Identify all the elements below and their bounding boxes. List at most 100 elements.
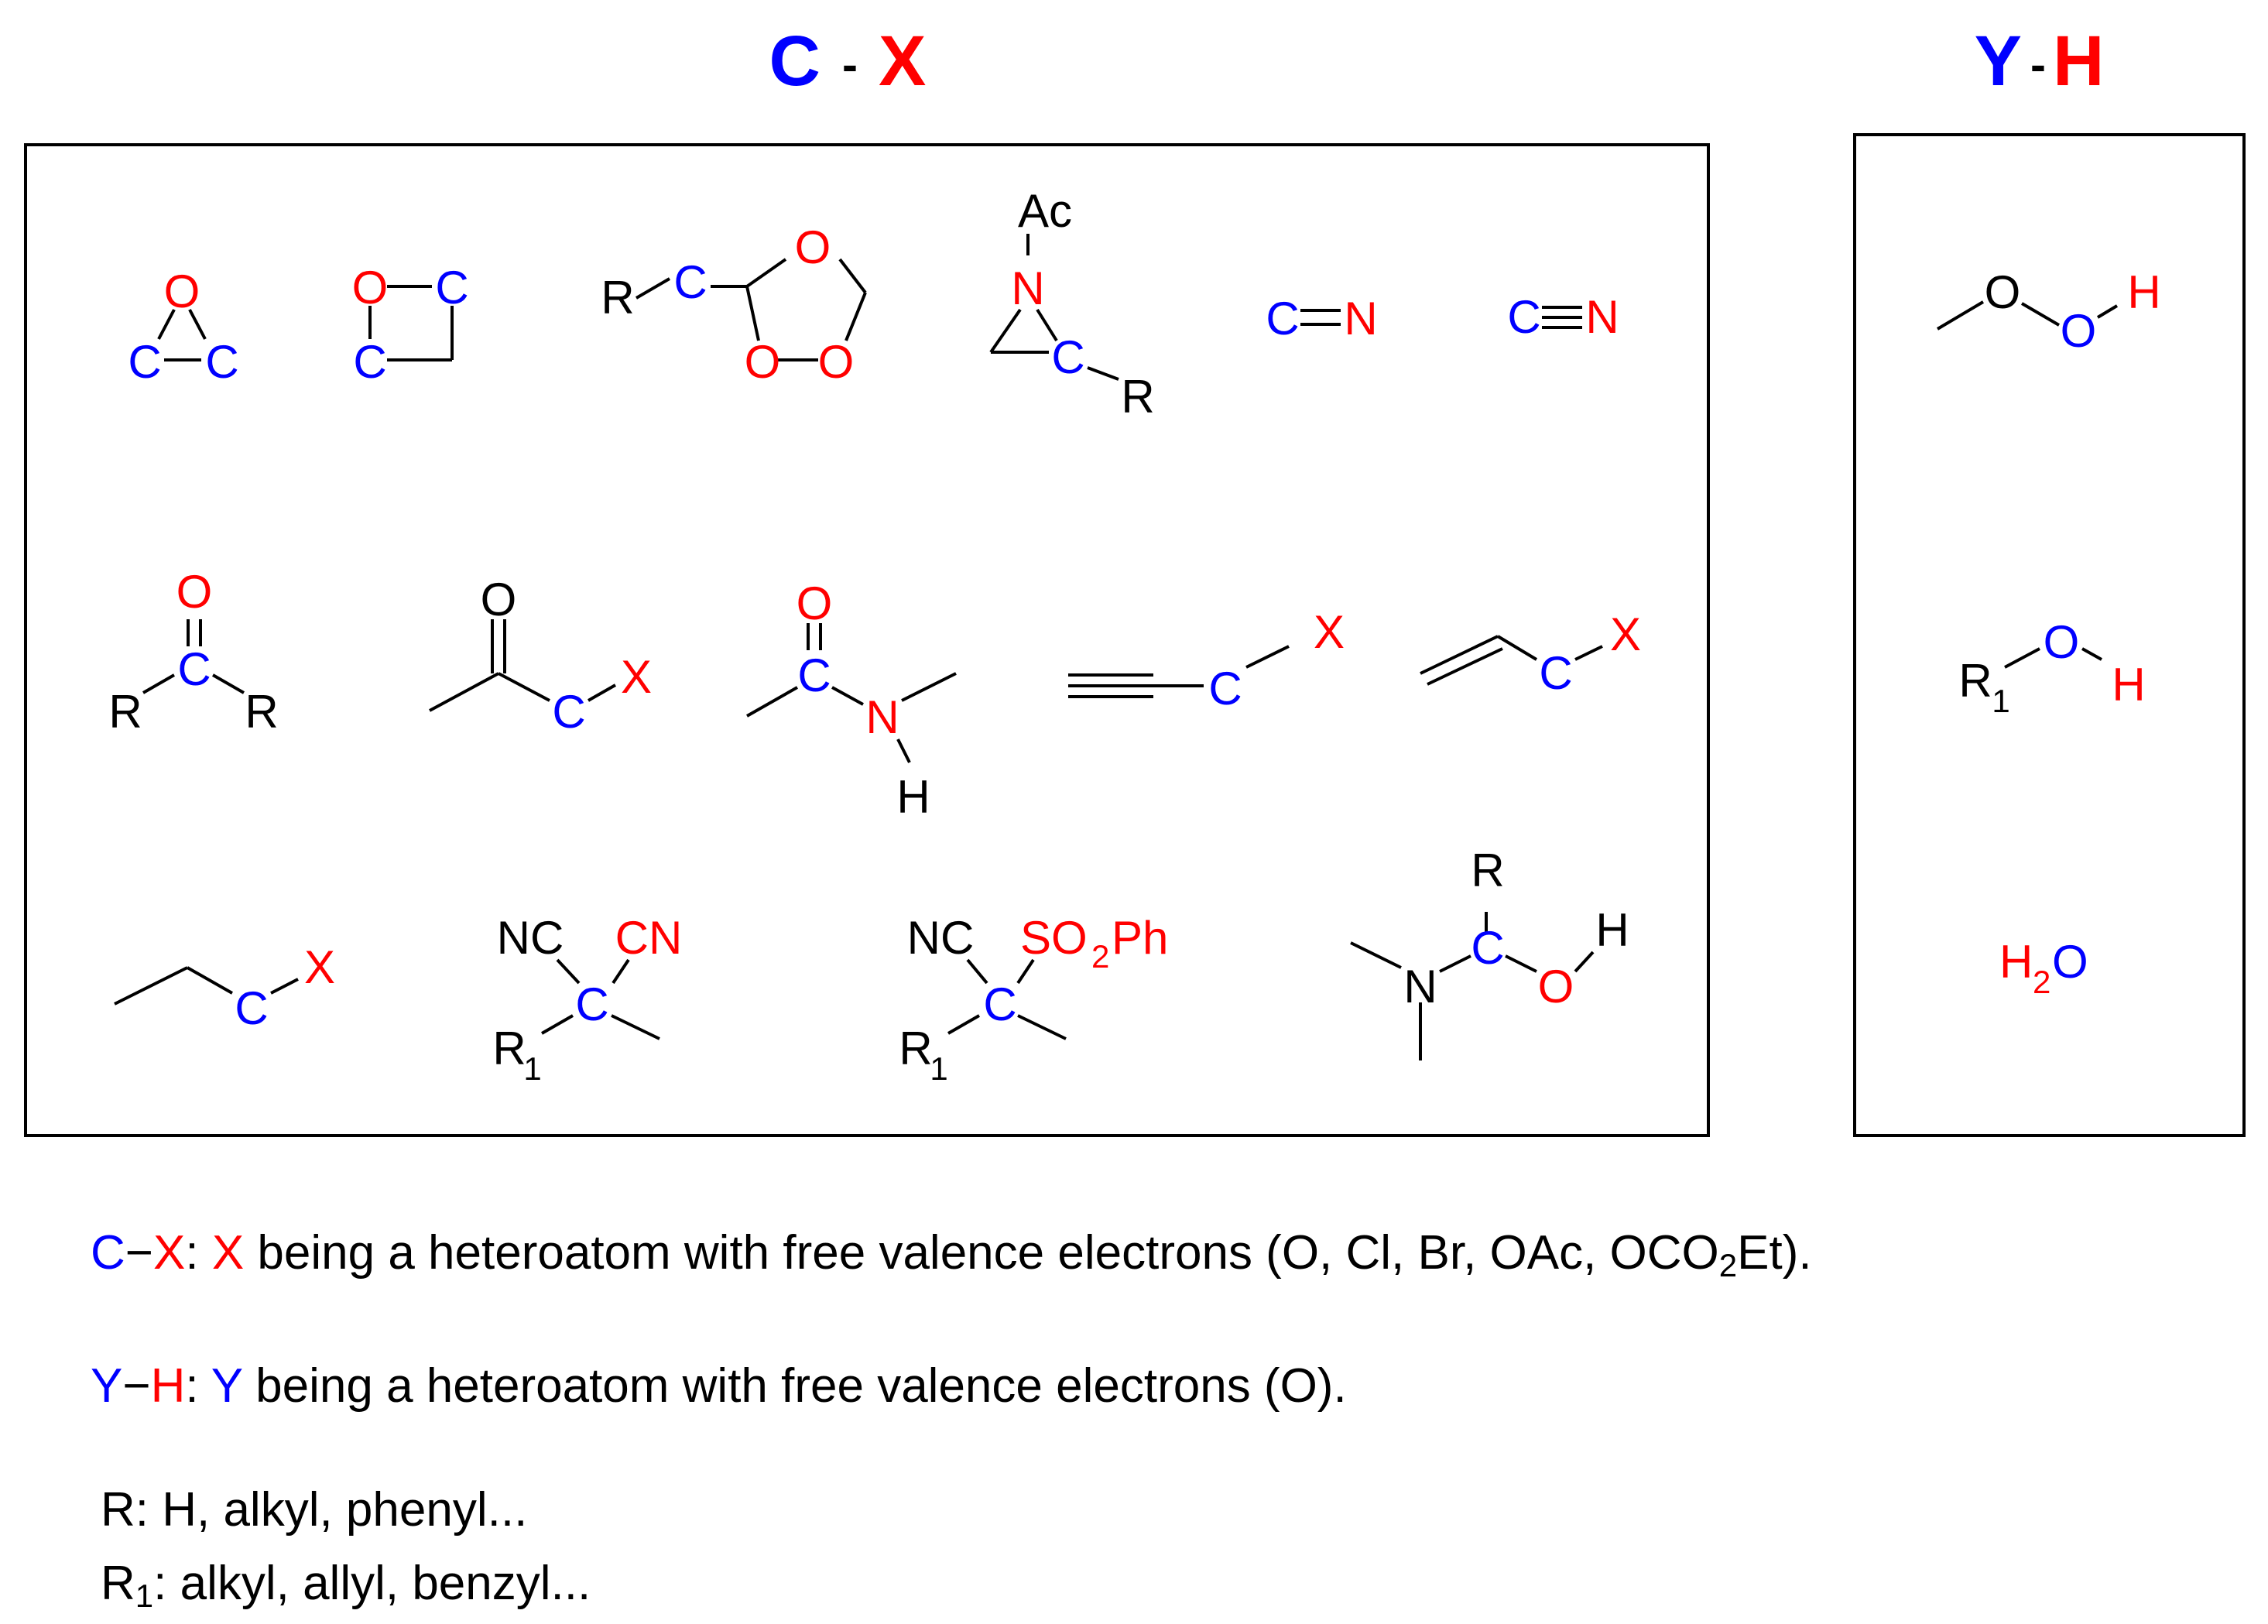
atom-c: C — [177, 643, 211, 695]
atom-c: C — [575, 978, 608, 1030]
atom-x: X — [621, 651, 652, 703]
ozonide: R C O O O — [601, 221, 867, 388]
nitrile: C N — [1507, 291, 1619, 343]
atom-c: C — [435, 262, 468, 313]
sulfonyl-nitrile-substrate: NC SO 2 Ph C R 1 — [899, 912, 1168, 1087]
yh-header-h: H — [2053, 22, 2104, 101]
atom-n: N — [1585, 291, 1619, 343]
legend-yh-definition: Y−H: Y being a heteroatom with free vale… — [91, 1358, 1347, 1413]
atom-n: N — [1403, 961, 1437, 1012]
legend-yh-colon: : — [185, 1359, 199, 1413]
atom-x: X — [304, 941, 335, 993]
subscript-1: 1 — [930, 1050, 947, 1087]
atom-o: O — [745, 336, 781, 388]
atom-r: R — [899, 1023, 932, 1074]
atom-c: C — [797, 649, 831, 701]
subscript-2: 2 — [2033, 964, 2050, 1000]
alcohol: R 1 O H — [1958, 616, 2145, 719]
ketone: O C R R — [108, 566, 278, 738]
legend-yh-dash: − — [122, 1359, 151, 1413]
legend-cx-sub: 2 — [1718, 1247, 1738, 1283]
legend-yh-y2: Y — [211, 1359, 242, 1413]
atom-o: O — [1985, 266, 2021, 318]
water: H 2 O — [1999, 936, 2088, 1000]
atom-c: C — [673, 256, 707, 308]
cx-header-x: X — [879, 22, 926, 101]
atom-c: C — [128, 336, 161, 388]
atom-c: C — [205, 336, 238, 388]
atom-o: O — [818, 336, 855, 388]
atom-o: O — [2052, 936, 2088, 988]
legend-cx-dash: − — [125, 1226, 153, 1280]
atom-c: C — [1208, 663, 1242, 714]
legend-cx-text: being a heteroatom with free valence ele… — [244, 1226, 1719, 1280]
atom-c: C — [1471, 922, 1504, 974]
atom-h: H — [896, 771, 930, 823]
atom-c: C — [1051, 331, 1084, 383]
atom-cn: CN — [615, 912, 683, 964]
atom-x: X — [1610, 608, 1641, 660]
legend-r1-sub: 1 — [135, 1578, 154, 1614]
atom-c: C — [353, 336, 386, 388]
atom-h: H — [2127, 266, 2160, 318]
cx-header: C - X — [769, 22, 927, 101]
atom-n: N — [1011, 262, 1044, 314]
atom-so2: SO — [1020, 912, 1088, 964]
atom-o: O — [1538, 961, 1574, 1012]
atom-c: C — [983, 978, 1016, 1030]
atom-h: H — [2112, 659, 2145, 711]
legend-cx-c: C — [91, 1226, 125, 1280]
hemiaminal-substrate: N C R O H — [1350, 845, 1629, 1060]
propargylic-substrate: C X — [1068, 606, 1345, 714]
legend-yh-text: being a heteroatom with free valence ele… — [242, 1359, 1347, 1413]
malononitrile-substrate: NC CN C R 1 — [492, 912, 682, 1087]
subscript-1: 1 — [1992, 683, 2009, 719]
atom-r: R — [492, 1023, 526, 1074]
yh-header-dash: - — [2030, 39, 2046, 91]
subscript-2: 2 — [1091, 938, 1109, 975]
legend-cx-definition: C−X: X being a heteroatom with free vale… — [91, 1225, 1812, 1283]
atom-c: C — [552, 686, 585, 738]
alkyl-substrate: C X — [114, 941, 335, 1034]
atom-r: R — [1471, 845, 1504, 896]
epoxide: O C C — [128, 266, 238, 388]
atom-o: O — [352, 262, 389, 313]
legend-yh-y: Y — [91, 1359, 123, 1413]
acetyl-aziridine: Ac N C R — [989, 185, 1155, 423]
atom-c: C — [235, 982, 268, 1034]
amide: O C N H — [746, 577, 957, 823]
atom-n: N — [865, 691, 899, 743]
atom-c: C — [1539, 647, 1572, 699]
atom-o: O — [2044, 616, 2080, 668]
atom-h: H — [1999, 936, 2033, 988]
atom-o: O — [795, 221, 831, 273]
yh-header-y: Y — [1975, 22, 2022, 101]
legend-cx-x2: X — [211, 1226, 245, 1280]
legend-cx-tail: Et). — [1737, 1226, 1812, 1280]
atom-ph: Ph — [1112, 912, 1168, 964]
yh-substrate-frame — [1853, 133, 2246, 1137]
atom-x: X — [1314, 606, 1345, 658]
legend-cx-colon: : — [185, 1226, 199, 1280]
cx-substrate-frame — [24, 143, 1710, 1137]
legend-yh-h: H — [150, 1359, 186, 1413]
legend-r1-text: : alkyl, allyl, benzyl... — [153, 1557, 591, 1610]
atom-r: R — [1958, 655, 1992, 707]
atom-n: N — [1344, 293, 1377, 344]
atom-c: C — [1266, 293, 1299, 344]
atom-r: R — [1121, 371, 1154, 423]
legend-cx-x: X — [153, 1226, 186, 1280]
legend-r1-definition: R1: alkyl, allyl, benzyl... — [101, 1556, 591, 1614]
atom-o: O — [481, 574, 517, 625]
imine: C N — [1266, 293, 1377, 344]
atom-o: O — [2061, 305, 2097, 357]
atom-r: R — [601, 272, 634, 324]
atom-c: C — [1507, 291, 1540, 343]
allylic-substrate: C X — [1420, 608, 1641, 699]
legend-r1-r: R — [101, 1557, 135, 1610]
atom-r: R — [108, 686, 142, 738]
atom-r: R — [245, 686, 278, 738]
atom-nc: NC — [497, 912, 564, 964]
cx-header-dash: - — [842, 39, 858, 91]
